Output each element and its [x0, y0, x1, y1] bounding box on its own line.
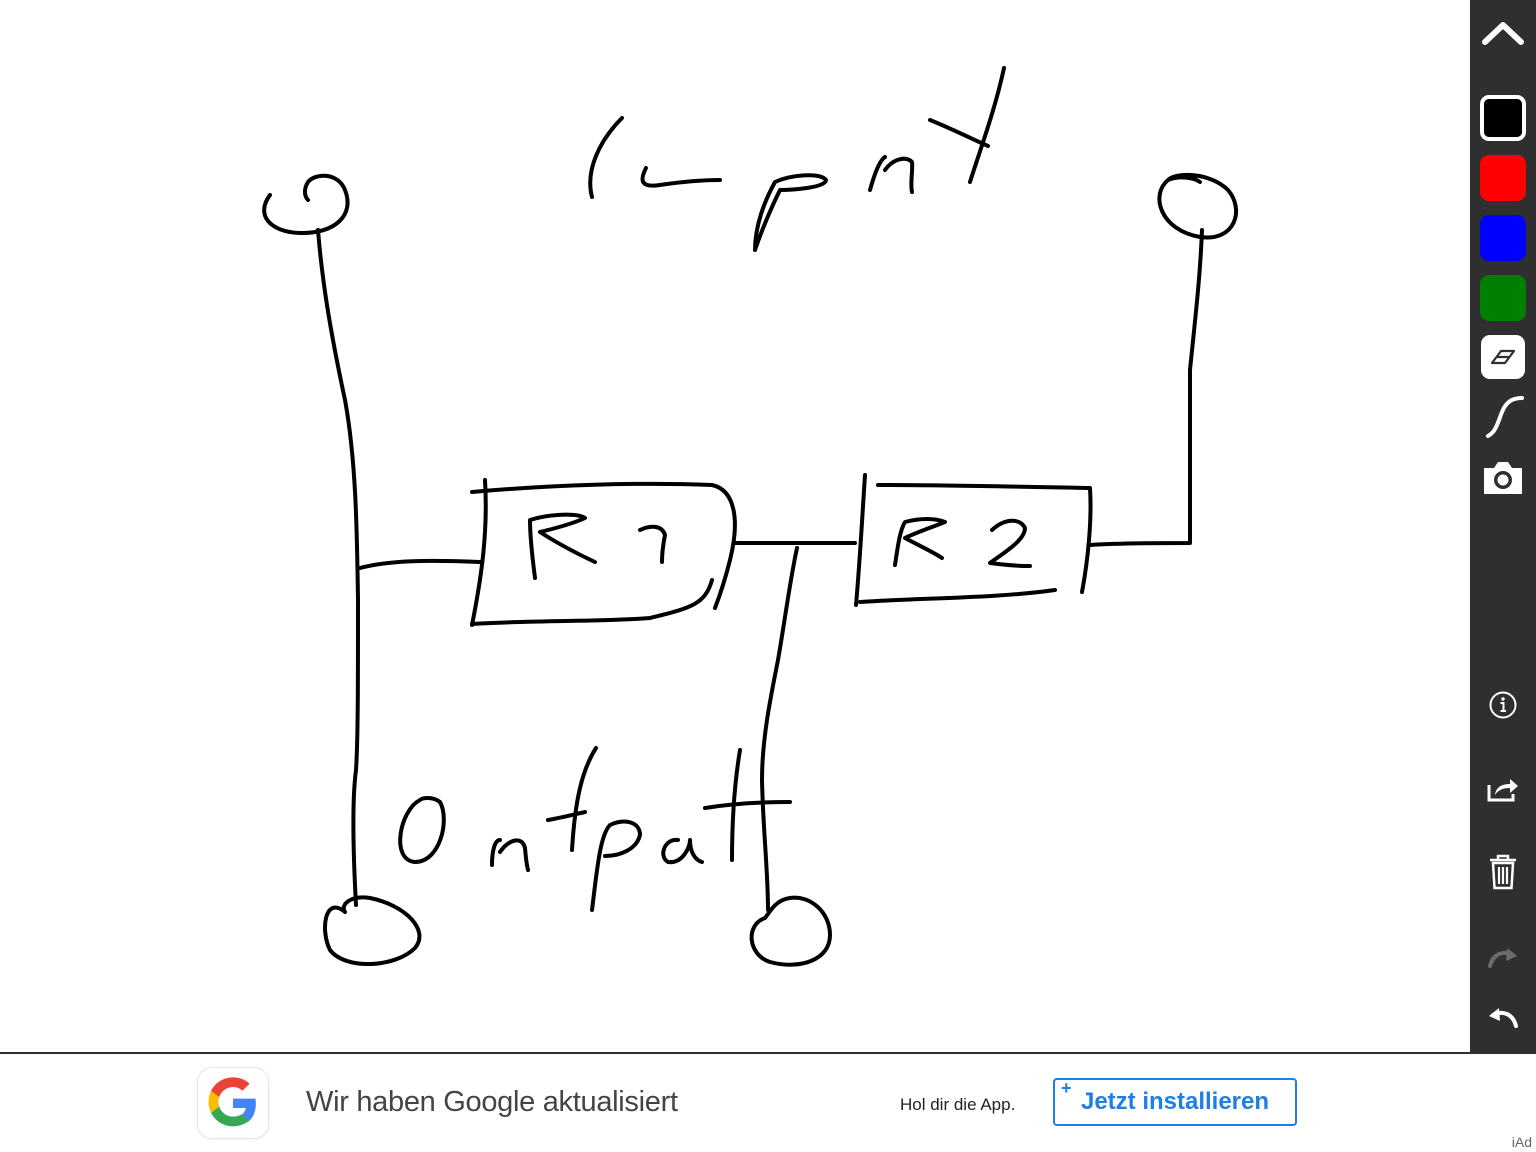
color-swatch-green[interactable]	[1480, 275, 1526, 321]
info-icon	[1489, 691, 1517, 719]
color-swatch-black[interactable]	[1480, 95, 1526, 141]
pen-stroke-icon	[1486, 396, 1524, 438]
info-button[interactable]	[1470, 688, 1536, 722]
color-swatch-red[interactable]	[1480, 155, 1526, 201]
handwritten-r1-label	[528, 512, 667, 580]
drawing-toolbar	[1470, 0, 1536, 1052]
resistor-r2-box	[854, 473, 1093, 607]
redo-button[interactable]	[1470, 942, 1536, 972]
color-swatch-blue[interactable]	[1480, 215, 1526, 261]
trash-icon	[1490, 854, 1516, 890]
wire-left-vertical	[316, 228, 360, 907]
eraser-icon	[1490, 349, 1516, 365]
drawing-canvas[interactable]	[0, 0, 1470, 1052]
iad-label: iAd	[1511, 1134, 1532, 1150]
input-terminal-right	[1157, 172, 1239, 240]
camera-icon	[1484, 462, 1522, 494]
redo-icon	[1488, 948, 1517, 968]
delete-button[interactable]	[1470, 852, 1536, 892]
wire-output-middle	[760, 546, 799, 912]
install-button-label: Jetzt installieren	[1080, 1088, 1270, 1115]
ad-headline: Wir haben Google aktualisiert	[306, 1086, 678, 1118]
resistor-r1-box	[470, 478, 737, 627]
undo-icon	[1489, 1008, 1518, 1028]
install-button[interactable]: + Jetzt installieren	[1053, 1078, 1297, 1126]
undo-button[interactable]	[1470, 1002, 1536, 1032]
handwritten-output-label	[398, 746, 792, 912]
google-g-icon	[208, 1077, 256, 1127]
output-terminal-right	[749, 895, 832, 967]
pen-stroke-button[interactable]	[1470, 392, 1536, 442]
sketch-layer	[262, 66, 1239, 967]
collapse-toolbar-button[interactable]	[1470, 10, 1536, 54]
google-logo[interactable]	[198, 1068, 268, 1138]
output-terminal-left	[323, 895, 422, 967]
camera-button[interactable]	[1470, 455, 1536, 501]
wire-r2-right	[1088, 228, 1204, 547]
chevron-up-icon	[1482, 22, 1524, 45]
input-terminal-left	[262, 173, 350, 236]
eraser-button[interactable]	[1470, 333, 1536, 381]
ad-subline: Hol dir die App.	[900, 1095, 1016, 1114]
plus-icon: +	[1061, 1078, 1072, 1098]
share-icon	[1487, 779, 1518, 802]
handwritten-input-label	[588, 66, 1006, 252]
wire-to-r1	[358, 558, 482, 570]
ad-banner[interactable]: Wir haben Google aktualisiert Hol dir di…	[0, 1052, 1536, 1152]
handwritten-r2-label	[893, 517, 1032, 568]
share-button[interactable]	[1470, 772, 1536, 806]
